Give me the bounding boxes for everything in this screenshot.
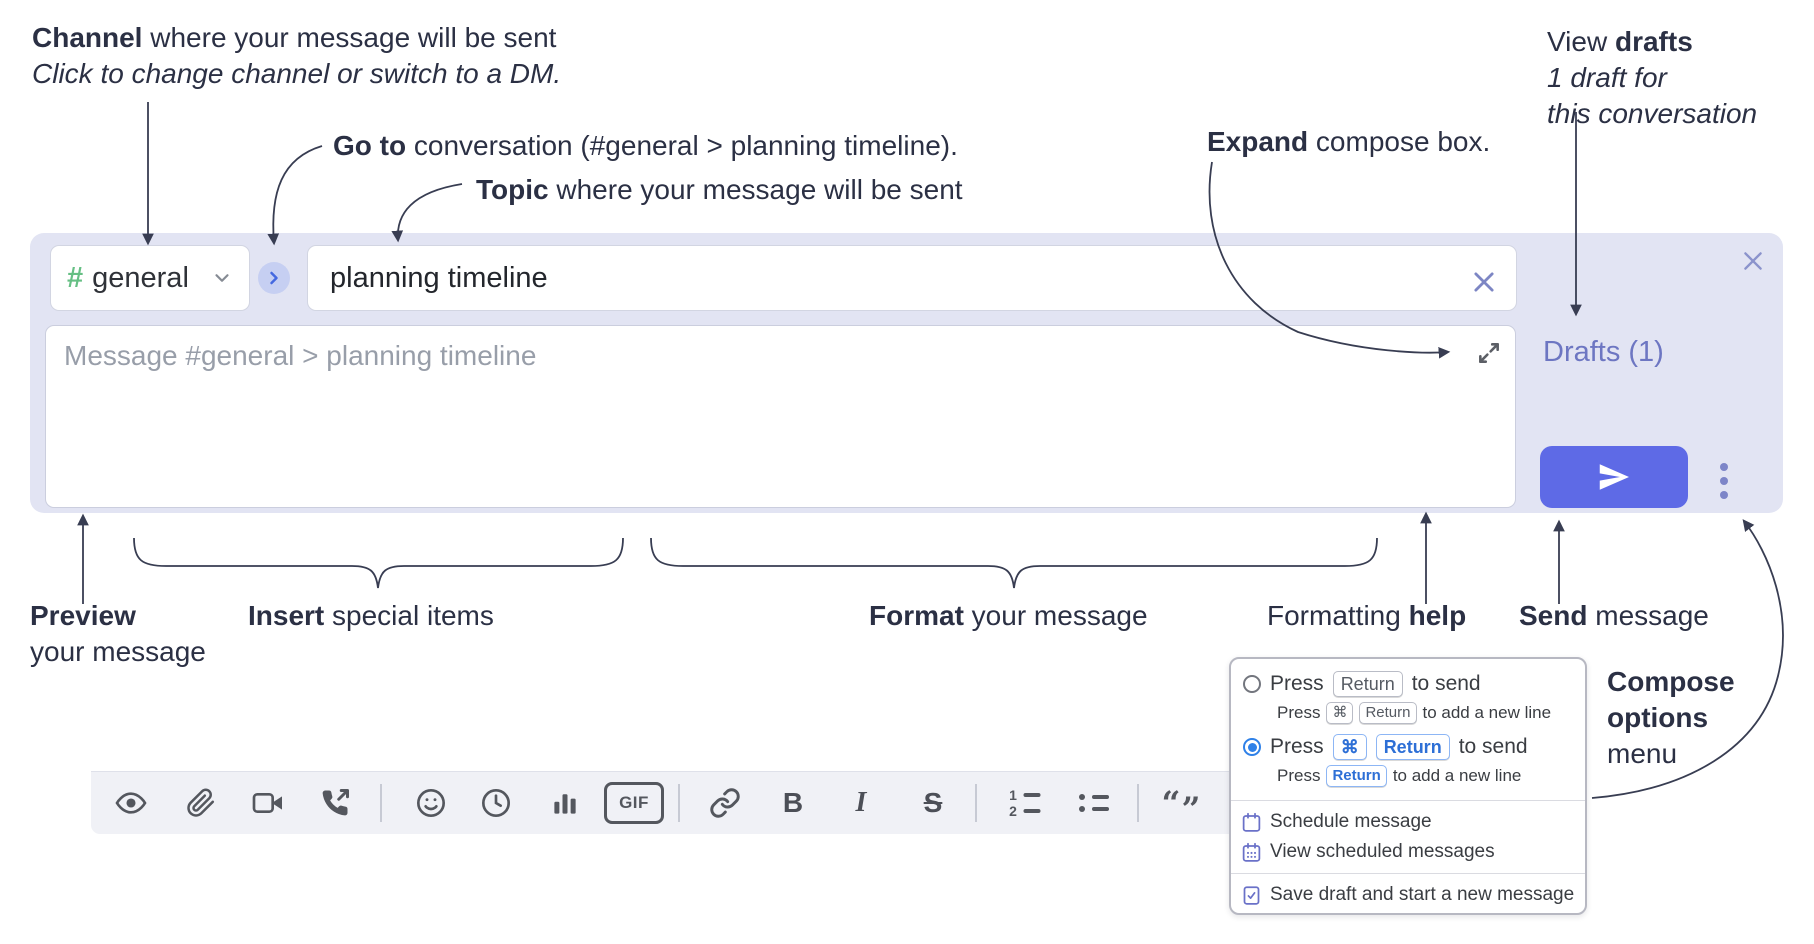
cmd-key: ⌘ <box>1326 702 1354 724</box>
format-annotation: Format your message <box>869 600 1148 631</box>
topic-arrow <box>391 183 463 243</box>
ellipsis-dot <box>1720 463 1728 471</box>
calendar-grid-icon <box>1242 842 1261 862</box>
ellipsis-dot <box>1720 477 1728 485</box>
cmd-enter-sends-subtext: Press Return to add a new line <box>1277 765 1522 787</box>
message-input[interactable] <box>46 326 1515 442</box>
return-key: Return <box>1326 765 1387 787</box>
bold-icon[interactable]: B <box>782 787 804 818</box>
compose-options-annotation: Compose options menu <box>1607 666 1735 769</box>
clear-topic-button[interactable] <box>1470 268 1498 296</box>
enter-sends-option[interactable]: Press Return to send <box>1231 668 1585 700</box>
preview-eye-icon[interactable] <box>115 787 147 819</box>
drafts-link[interactable]: Drafts (1) <box>1543 336 1664 368</box>
channel-hash-icon: # <box>67 261 84 294</box>
drafts-annotation: View drafts 1 draft for this conversatio… <box>1547 26 1758 129</box>
link-icon[interactable] <box>709 787 741 819</box>
go-to-conversation-button[interactable] <box>258 262 290 294</box>
toolbar-divider <box>678 784 680 822</box>
calendar-icon <box>1242 812 1261 832</box>
italic-icon[interactable]: I <box>855 787 867 818</box>
expand-compose-button[interactable] <box>1476 340 1502 366</box>
toolbar-divider <box>975 784 977 822</box>
radio-selected-icon[interactable] <box>1243 738 1261 756</box>
gif-icon[interactable]: GIF <box>604 782 664 824</box>
menu-divider <box>1231 800 1585 801</box>
toolbar-divider <box>1137 784 1139 822</box>
send-annotation: Send message <box>1519 600 1709 631</box>
channel-selector[interactable]: # general <box>50 245 250 311</box>
ellipsis-dot <box>1720 491 1728 499</box>
goto-annotation: Go to conversation (#general > planning … <box>333 130 958 161</box>
quote-icon[interactable]: “” <box>1161 783 1201 829</box>
chevron-down-icon <box>215 274 229 282</box>
video-call-icon[interactable] <box>252 787 284 819</box>
formatting-help-annotation: Formatting help <box>1267 600 1467 631</box>
radio-unselected-icon[interactable] <box>1243 675 1261 693</box>
compose-options-button[interactable] <box>1710 456 1738 506</box>
close-compose-button[interactable] <box>1740 248 1766 274</box>
topic-annotation: Topic where your message will be sent <box>476 174 963 205</box>
chevron-right-icon <box>270 271 278 285</box>
strikethrough-icon[interactable]: S <box>923 787 943 818</box>
numbered-list-icon[interactable]: 1 2 <box>1008 788 1041 818</box>
send-button[interactable] <box>1540 446 1688 508</box>
return-key: Return <box>1375 734 1450 760</box>
cmd-key: ⌘ <box>1332 734 1367 760</box>
preview-annotation: Preview your message <box>30 600 206 667</box>
message-compose-area: GIF B I S 1 2 “” <> <box>45 325 1562 834</box>
emoji-icon[interactable] <box>415 787 447 819</box>
goto-arrow <box>267 145 323 246</box>
save-draft-new-message-item[interactable]: Save draft and start a new message <box>1231 880 1585 910</box>
draft-check-icon <box>1243 885 1260 905</box>
audio-call-icon[interactable] <box>320 788 350 818</box>
send-icon <box>1599 464 1629 490</box>
return-key: Return <box>1359 702 1417 724</box>
view-scheduled-messages-item[interactable]: View scheduled messages <box>1231 837 1585 867</box>
enter-sends-subtext: Press ⌘ Return to add a new line <box>1277 702 1552 724</box>
cmd-enter-sends-option[interactable]: Press ⌘ Return to send <box>1231 731 1585 763</box>
toolbar-divider <box>380 784 382 822</box>
insert-annotation: Insert special items <box>248 600 494 631</box>
bulleted-list-icon[interactable] <box>1077 794 1109 812</box>
topic-input-box <box>307 245 1517 311</box>
insert-brace <box>133 537 624 589</box>
channel-annotation: Channel where your message will be sent … <box>32 22 562 89</box>
poll-icon[interactable] <box>550 788 580 818</box>
menu-divider <box>1231 873 1585 874</box>
close-icon <box>1744 252 1762 270</box>
close-icon <box>1474 272 1494 292</box>
compose-options-menu: Press Return to send Press ⌘ Return to a… <box>1229 657 1587 915</box>
channel-name: general <box>92 261 189 294</box>
return-key: Return <box>1332 671 1403 697</box>
expand-annotation: Expand compose box. <box>1207 126 1491 157</box>
schedule-message-item[interactable]: Schedule message <box>1231 807 1585 837</box>
topic-input[interactable] <box>308 261 1516 295</box>
attach-paperclip-icon[interactable] <box>186 788 216 818</box>
time-icon[interactable] <box>480 787 512 819</box>
expand-diagonal-icon <box>1479 343 1499 363</box>
format-brace <box>650 537 1378 589</box>
